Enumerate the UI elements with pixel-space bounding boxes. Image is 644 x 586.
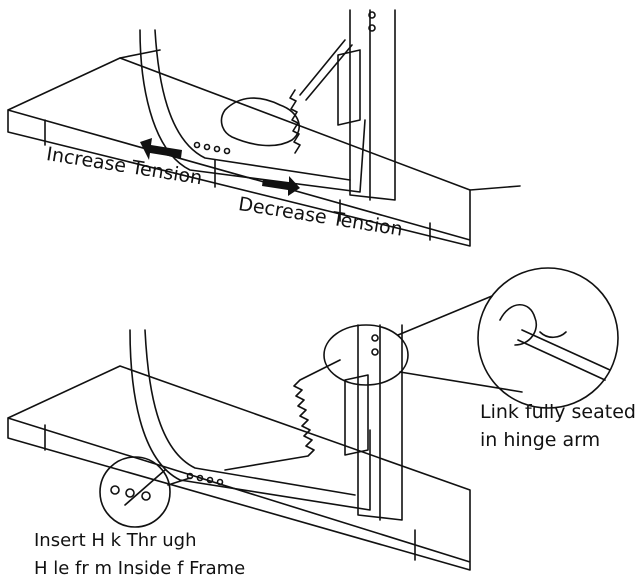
- top-tub-body: [139, 29, 366, 193]
- hook-detail-wire: [124, 469, 166, 506]
- top-tub-inner: [154, 29, 351, 181]
- bottom-frame-hole-3: [206, 476, 214, 484]
- link-seated-label-line1: Link fully seated: [480, 401, 636, 423]
- top-floor-platform: [7, 57, 471, 247]
- hook-detail-leader: [167, 477, 191, 486]
- top-frame-hole-2: [203, 143, 211, 151]
- bottom-view: [7, 267, 619, 571]
- hook-detail-hole-2: [125, 488, 135, 498]
- link-detail-circle: [477, 267, 619, 409]
- increase-arrow-icon: [140, 138, 182, 160]
- top-frame-hole-1: [193, 141, 201, 149]
- insert-hook-label-line1: Insert H k Thr ugh: [34, 530, 197, 551]
- top-view: [7, 9, 521, 247]
- bottom-frame-post: [357, 324, 403, 521]
- hinge-callout-ellipse: [323, 324, 409, 386]
- hook-detail-hole-1: [110, 485, 120, 495]
- top-hinge-hole-2: [368, 24, 376, 32]
- hook-detail-hole-3: [141, 491, 151, 501]
- top-hinge-plate: [337, 49, 361, 126]
- bottom-hinge-plate: [344, 374, 369, 456]
- top-hinge-arm: [299, 39, 353, 101]
- top-spring: [289, 89, 301, 154]
- bottom-hinge-hole-1: [371, 334, 379, 342]
- insert-hook-label-line2: H le fr m Inside f Frame: [34, 558, 246, 579]
- top-hand: [220, 97, 300, 147]
- bottom-tub-body: [129, 329, 371, 511]
- link-seated-label-line2: in hinge arm: [480, 429, 601, 451]
- top-hinge-hole-1: [368, 11, 376, 19]
- link-detail-arm: [499, 303, 611, 381]
- bottom-floor-seams: [44, 424, 416, 561]
- bottom-tub-inner: [144, 329, 356, 496]
- bottom-spring: [224, 359, 341, 471]
- link-detail-hook: [539, 331, 567, 339]
- bottom-hinge-hole-2: [371, 348, 379, 356]
- bottom-frame-hole-4: [216, 478, 224, 486]
- top-frame-hole-3: [213, 145, 221, 153]
- bottom-frame-hole-2: [196, 474, 204, 482]
- top-frame-post: [349, 9, 396, 201]
- hook-detail-circle: [99, 456, 171, 528]
- hinge-callout-leaders: [397, 295, 523, 393]
- decrease-arrow-icon: [262, 176, 300, 196]
- top-frame-hole-4: [223, 147, 231, 155]
